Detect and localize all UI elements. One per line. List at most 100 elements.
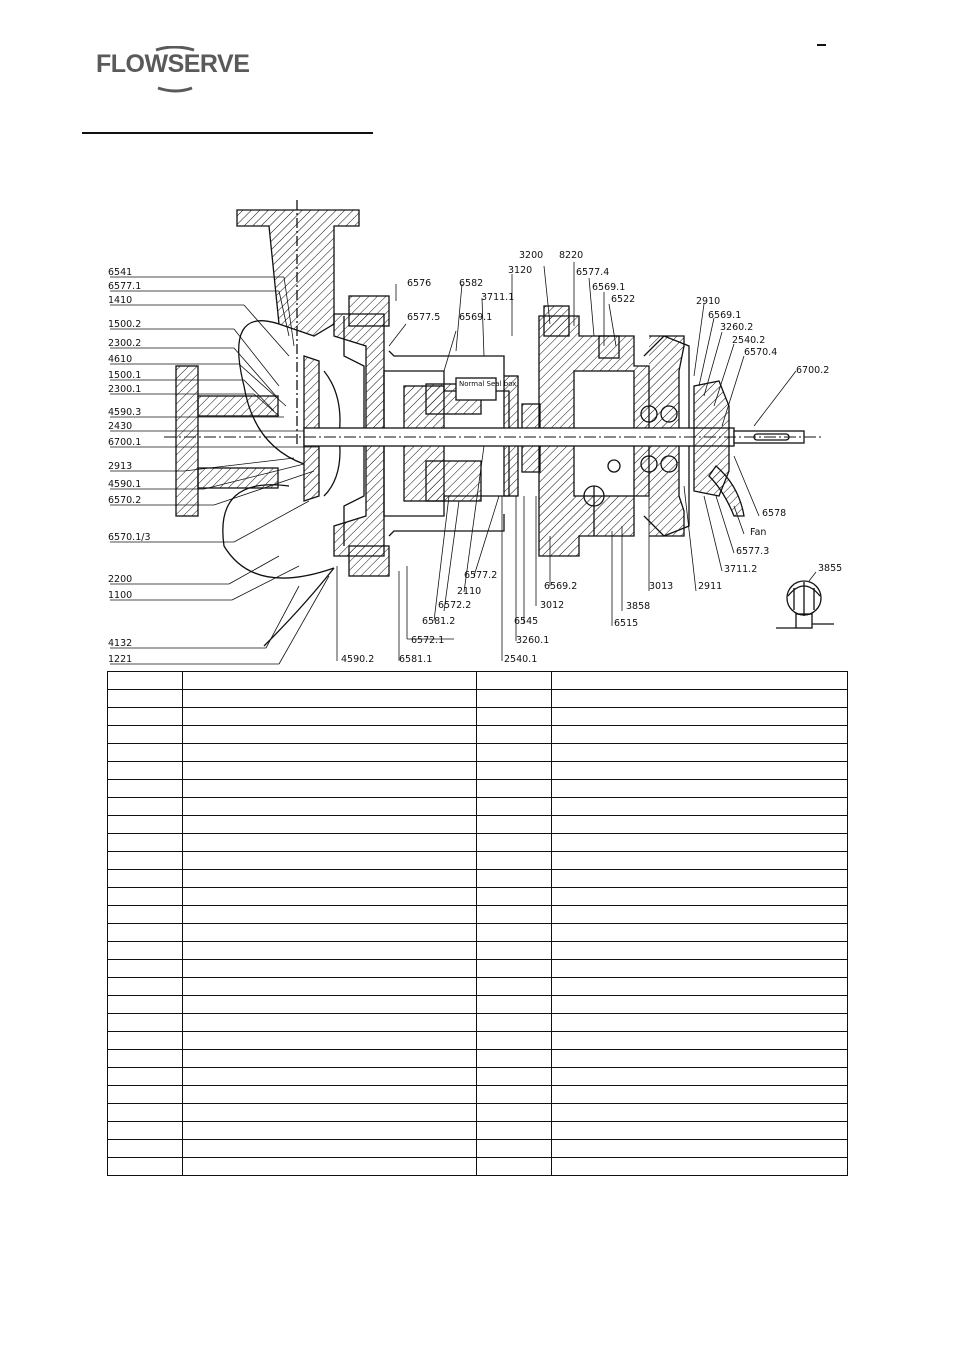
table-row <box>107 905 849 924</box>
label-2540-2: 2540.2 <box>732 335 765 346</box>
label-6541: 6541 <box>108 267 132 278</box>
table-row <box>107 959 849 978</box>
label-6570-1-3: 6570.1/3 <box>108 532 151 543</box>
table-cell <box>107 1013 183 1032</box>
table-row <box>107 1049 849 1068</box>
table-cell <box>476 707 552 726</box>
table-cell <box>550 1157 849 1176</box>
flowserve-swoosh-logo-icon <box>155 46 195 93</box>
table-cell <box>107 887 183 906</box>
table-cell <box>550 1085 849 1104</box>
label-4132: 4132 <box>108 638 132 649</box>
table-cell <box>107 869 183 888</box>
table-cell <box>181 1139 478 1158</box>
table-cell <box>550 941 849 960</box>
table-cell <box>107 1067 183 1086</box>
table-cell <box>181 1031 478 1050</box>
table-cell <box>181 797 478 816</box>
table-row <box>107 887 849 906</box>
table-cell <box>476 1157 552 1176</box>
table-cell <box>181 851 478 870</box>
table-cell <box>550 1067 849 1086</box>
table-row <box>107 1085 849 1104</box>
label-6522: 6522 <box>611 294 635 305</box>
table-cell <box>550 671 849 690</box>
label-3013: 3013 <box>649 581 673 592</box>
label-2540-1: 2540.1 <box>504 654 537 665</box>
label-2910: 2910 <box>696 296 720 307</box>
label-6582: 6582 <box>459 278 483 289</box>
label-8220: 8220 <box>559 250 583 261</box>
table-cell <box>476 1031 552 1050</box>
label-2110: 2110 <box>457 586 481 597</box>
table-cell <box>107 977 183 996</box>
table-row <box>107 725 849 744</box>
table-cell <box>550 689 849 708</box>
table-cell <box>107 1031 183 1050</box>
table-cell <box>107 995 183 1014</box>
table-cell <box>107 941 183 960</box>
table-cell <box>181 671 478 690</box>
label-6569-1-c: 6569.1 <box>708 310 741 321</box>
label-6700-1: 6700.1 <box>108 437 141 448</box>
parts-list-body <box>107 671 849 1176</box>
table-cell <box>476 905 552 924</box>
table-cell <box>107 851 183 870</box>
label-3200: 3200 <box>519 250 543 261</box>
label-2300-2: 2300.2 <box>108 338 141 349</box>
flowserve-logo: FLOWSERVE <box>96 46 256 96</box>
table-cell <box>476 671 552 690</box>
label-3711-1: 3711.1 <box>481 292 514 303</box>
label-2430: 2430 <box>108 421 132 432</box>
table-row <box>107 977 849 996</box>
table-row <box>107 1103 849 1122</box>
label-1410: 1410 <box>108 295 132 306</box>
pump-cross-section-drawing: 6541 6577.1 1410 1500.2 2300.2 4610 1500… <box>108 200 842 665</box>
table-cell <box>181 1121 478 1140</box>
label-1221: 1221 <box>108 654 132 665</box>
table-cell <box>550 779 849 798</box>
table-cell <box>181 923 478 942</box>
label-3711-2: 3711.2 <box>724 564 757 575</box>
table-cell <box>181 833 478 852</box>
table-cell <box>181 1049 478 1068</box>
label-1100: 1100 <box>108 590 132 601</box>
table-cell <box>476 869 552 888</box>
table-cell <box>181 959 478 978</box>
table-cell <box>476 959 552 978</box>
table-cell <box>181 1157 478 1176</box>
table-cell <box>476 941 552 960</box>
label-6581-1: 6581.1 <box>399 654 432 665</box>
table-cell <box>550 1049 849 1068</box>
label-6581-2: 6581.2 <box>422 616 455 627</box>
table-cell <box>550 887 849 906</box>
table-cell <box>181 689 478 708</box>
label-4590-1: 4590.1 <box>108 479 141 490</box>
table-cell <box>181 743 478 762</box>
table-cell <box>107 689 183 708</box>
label-6577-5: 6577.5 <box>407 312 440 323</box>
table-cell <box>181 941 478 960</box>
table-cell <box>476 1013 552 1032</box>
table-cell <box>476 1103 552 1122</box>
table-row <box>107 689 849 708</box>
label-6545: 6545 <box>514 616 538 627</box>
table-row <box>107 833 849 852</box>
table-cell <box>476 833 552 852</box>
table-cell <box>550 1139 849 1158</box>
table-cell <box>476 743 552 762</box>
table-cell <box>550 707 849 726</box>
table-cell <box>476 797 552 816</box>
drawing-geometry <box>164 200 834 647</box>
table-cell <box>181 869 478 888</box>
table-cell <box>550 1121 849 1140</box>
label-3260-2: 3260.2 <box>720 322 753 333</box>
label-4590-3: 4590.3 <box>108 407 141 418</box>
label-6700-2: 6700.2 <box>796 365 829 376</box>
table-row <box>107 707 849 726</box>
table-cell <box>107 905 183 924</box>
table-cell <box>107 725 183 744</box>
label-6569-1-a: 6569.1 <box>592 282 625 293</box>
table-cell <box>107 761 183 780</box>
table-row <box>107 995 849 1014</box>
